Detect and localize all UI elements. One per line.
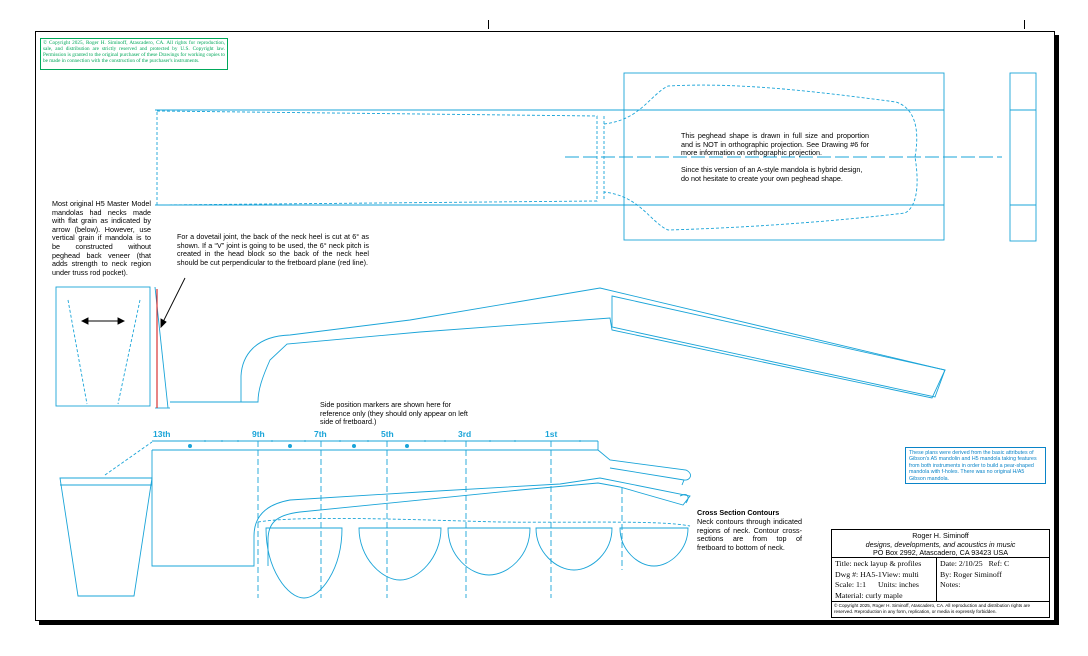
title-block-footer: © Copyright 2025, Roger H. Siminoff, Ata… xyxy=(832,601,1049,617)
fret-dots xyxy=(188,440,581,448)
copyright-notice-box: © Copyright 2025, Roger H. Siminoff, Ata… xyxy=(40,38,228,70)
contour-section-3 xyxy=(447,527,531,576)
peghead-blank-outline xyxy=(623,72,945,241)
note-peghead-projection: This peghead shape is drawn in full size… xyxy=(681,131,869,158)
note-dovetail-joint: For a dovetail joint, the back of the ne… xyxy=(177,232,369,267)
title-block-left: Title: neck layup & profiles Dwg #: HA5-… xyxy=(832,558,937,601)
neck-top-outline xyxy=(156,110,598,206)
drawing-author: By: Roger Siminoff xyxy=(940,569,1002,579)
fret-marker-5th: 5th xyxy=(381,429,394,439)
grain-end-view xyxy=(55,286,151,407)
note-grain-direction: Most original H5 Master Model mandolas h… xyxy=(52,199,151,277)
drawing-units: Units: inches xyxy=(877,580,919,589)
fret-marker-13th: 13th xyxy=(153,429,171,439)
fret-marker-3rd: 3rd xyxy=(458,429,472,439)
note-contours-body: Neck contours through indicated regions … xyxy=(697,517,802,552)
note-hybrid-design: Since this version of an A-style mandola… xyxy=(681,165,863,183)
fret-marker-1st: 1st xyxy=(545,429,558,439)
dovetail-leader-line xyxy=(162,277,186,323)
peghead-flat-end xyxy=(679,479,689,504)
dovetail-leader-head xyxy=(160,318,167,329)
note-derived-plans-box: These plans were derived from the basic … xyxy=(905,447,1046,484)
grain-arrow-right-head xyxy=(117,317,126,325)
designer-address: PO Box 2992, Atascadero, CA 93423 USA xyxy=(872,548,1009,557)
peghead-flat xyxy=(597,449,691,481)
fret-position-lines xyxy=(257,441,623,598)
title-block-right: Date: 2/10/25 Ref: C By: Roger Siminoff N… xyxy=(937,558,1049,601)
peghead-side xyxy=(611,295,946,398)
neck-flat-profile xyxy=(151,450,691,567)
title-block: Roger H. Siminoff designs, developments,… xyxy=(831,529,1050,618)
designer-name: Roger H. Siminoff xyxy=(912,531,969,540)
fret-marker-9th: 9th xyxy=(252,429,265,439)
note-side-markers: Side position markers are shown here for… xyxy=(320,400,468,427)
drawing-date: Date: 2/10/25 xyxy=(940,559,983,568)
grain-taper-right xyxy=(117,299,141,405)
drawing-scale: Scale: 1:1 xyxy=(835,580,866,589)
grain-taper-left xyxy=(67,299,88,405)
drawing-ref: Ref: C xyxy=(988,559,1010,568)
heel-end-view xyxy=(59,477,153,597)
drawing-number: Dwg #: HA5-1 xyxy=(835,569,882,579)
grain-arrow-left-head xyxy=(80,317,89,325)
drawing-notes-label: Notes: xyxy=(940,580,961,589)
fret-marker-7th: 7th xyxy=(314,429,327,439)
peghead-end-view xyxy=(1009,72,1037,242)
contour-section-2 xyxy=(358,527,442,581)
peghead-top-outline xyxy=(603,84,918,231)
neck-side-profile xyxy=(240,287,946,403)
top-tick-right xyxy=(1024,20,1025,29)
drawing-title: Title: neck layup & profiles xyxy=(835,559,922,568)
contour-overlay-curve xyxy=(257,517,691,527)
heel-end-leader xyxy=(104,441,153,476)
drawing-material: Material: curly maple xyxy=(835,590,903,600)
contour-section-5 xyxy=(619,527,689,567)
drawing-view: View: multi xyxy=(881,569,919,579)
note-contours-title: Cross Section Contours xyxy=(697,508,780,517)
title-block-header: Roger H. Siminoff designs, developments,… xyxy=(832,530,1049,558)
top-tick-left xyxy=(488,20,489,29)
designer-tagline: designs, developments, and acoustics in … xyxy=(865,539,1016,549)
contour-section-4 xyxy=(535,527,613,571)
contour-section-1 xyxy=(265,527,343,599)
